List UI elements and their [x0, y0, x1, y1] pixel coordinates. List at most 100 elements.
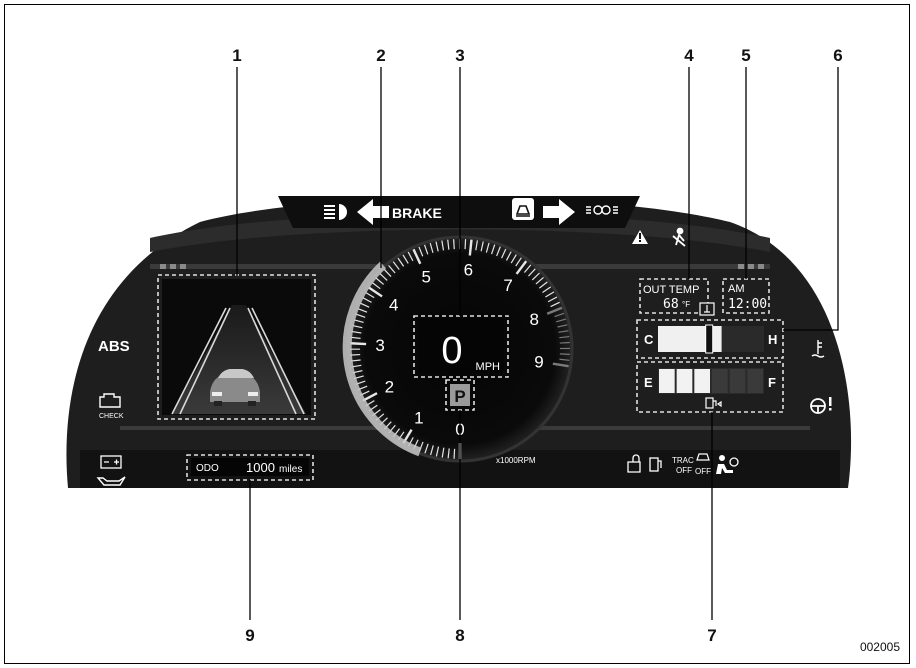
tach-minor-tick — [371, 282, 381, 290]
outside-temp-value: 68 — [663, 297, 679, 312]
tach-minor-tick — [475, 240, 478, 251]
tach-minor-tick — [453, 239, 455, 250]
figure-frame — [4, 4, 910, 664]
coolant-high-label: H — [768, 332, 777, 347]
tach-minor-tick — [402, 254, 409, 264]
callout-7: 7 — [707, 626, 716, 645]
clock-period: AM — [728, 283, 745, 295]
callout-3: 3 — [455, 46, 464, 65]
tach-minor-tick — [383, 268, 392, 277]
callout-box-6 — [636, 319, 784, 359]
tach-minor-tick — [501, 248, 507, 259]
tach-label-7: 7 — [503, 276, 512, 295]
fuel-segment — [659, 369, 675, 393]
tach-minor-tick — [352, 324, 363, 329]
coolant-indicator — [705, 324, 714, 354]
trac-off-label-2: OFF — [676, 466, 692, 475]
tach-minor-tick — [397, 257, 405, 267]
callout-box-4 — [639, 278, 709, 314]
leader-lines — [236, 67, 839, 620]
tach-label-3: 3 — [375, 336, 384, 355]
airbag-warning-icon — [716, 455, 739, 474]
svg-text:OFF: OFF — [695, 467, 711, 476]
callout-1: 1 — [232, 46, 241, 65]
tach-minor-tick — [505, 251, 512, 261]
vsc-off-icon: OFF — [695, 453, 711, 476]
headlight-icon — [324, 204, 347, 220]
outside-temp-label: OUT TEMP — [643, 284, 699, 296]
tach-minor-tick — [392, 261, 400, 270]
tach-minor-tick — [407, 251, 414, 262]
trac-off-label-1: TRAC — [672, 456, 694, 465]
tach-minor-tick — [423, 244, 429, 255]
tach-minor-tick — [485, 242, 490, 253]
tach-major-tick — [362, 392, 378, 402]
tach-minor-tick — [453, 448, 456, 459]
tach-label-1: 1 — [414, 409, 423, 428]
tach-minor-tick — [542, 286, 552, 293]
tach-minor-tick — [480, 241, 484, 252]
tach-major-tick — [552, 362, 569, 368]
tach-major-tick — [546, 306, 563, 315]
tach-minor-tick — [424, 443, 429, 454]
vehicle-icon — [210, 369, 260, 406]
tach-minor-tick — [556, 318, 567, 323]
tachometer-sweep-arc — [342, 261, 422, 457]
tach-minor-tick — [375, 277, 385, 285]
callout-9: 9 — [245, 626, 254, 645]
security-indicator-icon — [627, 454, 641, 473]
tach-minor-tick — [531, 272, 540, 281]
odometer-unit: miles — [279, 464, 302, 475]
tach-minor-tick — [559, 358, 570, 361]
side-lights-icon — [586, 205, 618, 215]
rpm-unit-label: x1000RPM — [496, 456, 536, 465]
tach-minor-tick — [353, 319, 364, 324]
tach-minor-tick — [510, 254, 517, 264]
tach-minor-tick — [545, 291, 555, 298]
thermometer-icon — [699, 302, 715, 316]
check-engine-icon: CHECK — [99, 393, 124, 420]
coolant-temp-warning-icon — [811, 340, 825, 358]
outside-temp-unit: °F — [682, 300, 690, 309]
clock-time: 12:00 — [728, 297, 767, 312]
tach-minor-tick — [550, 301, 560, 308]
tach-label-9: 9 — [534, 353, 543, 372]
tach-minor-tick — [365, 291, 375, 299]
fuel-track — [658, 368, 764, 394]
left-turn-signal-icon — [357, 199, 389, 225]
tach-label-2: 2 — [385, 378, 394, 397]
tach-minor-tick — [357, 307, 368, 313]
tach-label-6: 6 — [464, 260, 473, 279]
tach-minor-tick — [557, 324, 568, 328]
tach-major-tick — [515, 260, 528, 275]
callout-2: 2 — [376, 46, 385, 65]
speed-unit: MPH — [476, 361, 501, 373]
tach-minor-tick — [355, 313, 366, 318]
tach-minor-tick — [362, 297, 372, 303]
tach-label-5: 5 — [421, 267, 430, 286]
tach-minor-tick — [558, 330, 569, 333]
tach-minor-tick — [429, 242, 434, 253]
tach-minor-tick — [441, 240, 445, 251]
fuel-empty-label: E — [644, 375, 653, 390]
tach-major-tick — [368, 286, 383, 298]
skid-control-icon — [512, 198, 534, 220]
fuel-segment — [712, 369, 728, 393]
speed-value: 0 — [441, 330, 462, 372]
coolant-gauge: C H — [644, 324, 777, 354]
odometer-label: ODO — [196, 463, 219, 474]
tach-minor-tick — [350, 336, 361, 339]
tach-minor-tick — [490, 244, 496, 255]
callout-box-7 — [636, 361, 784, 413]
tach-minor-tick — [418, 246, 424, 257]
tach-minor-tick — [535, 276, 544, 285]
callout-8: 8 — [455, 626, 464, 645]
master-warning-icon — [632, 230, 648, 244]
figure-code: 002005 — [859, 640, 900, 654]
fuel-segment — [676, 369, 693, 393]
fuel-segment — [694, 369, 710, 393]
tach-minor-tick — [528, 268, 536, 277]
low-fuel-icon — [649, 457, 662, 472]
gear-box — [450, 384, 470, 406]
fuel-gauge: E F — [644, 368, 776, 409]
